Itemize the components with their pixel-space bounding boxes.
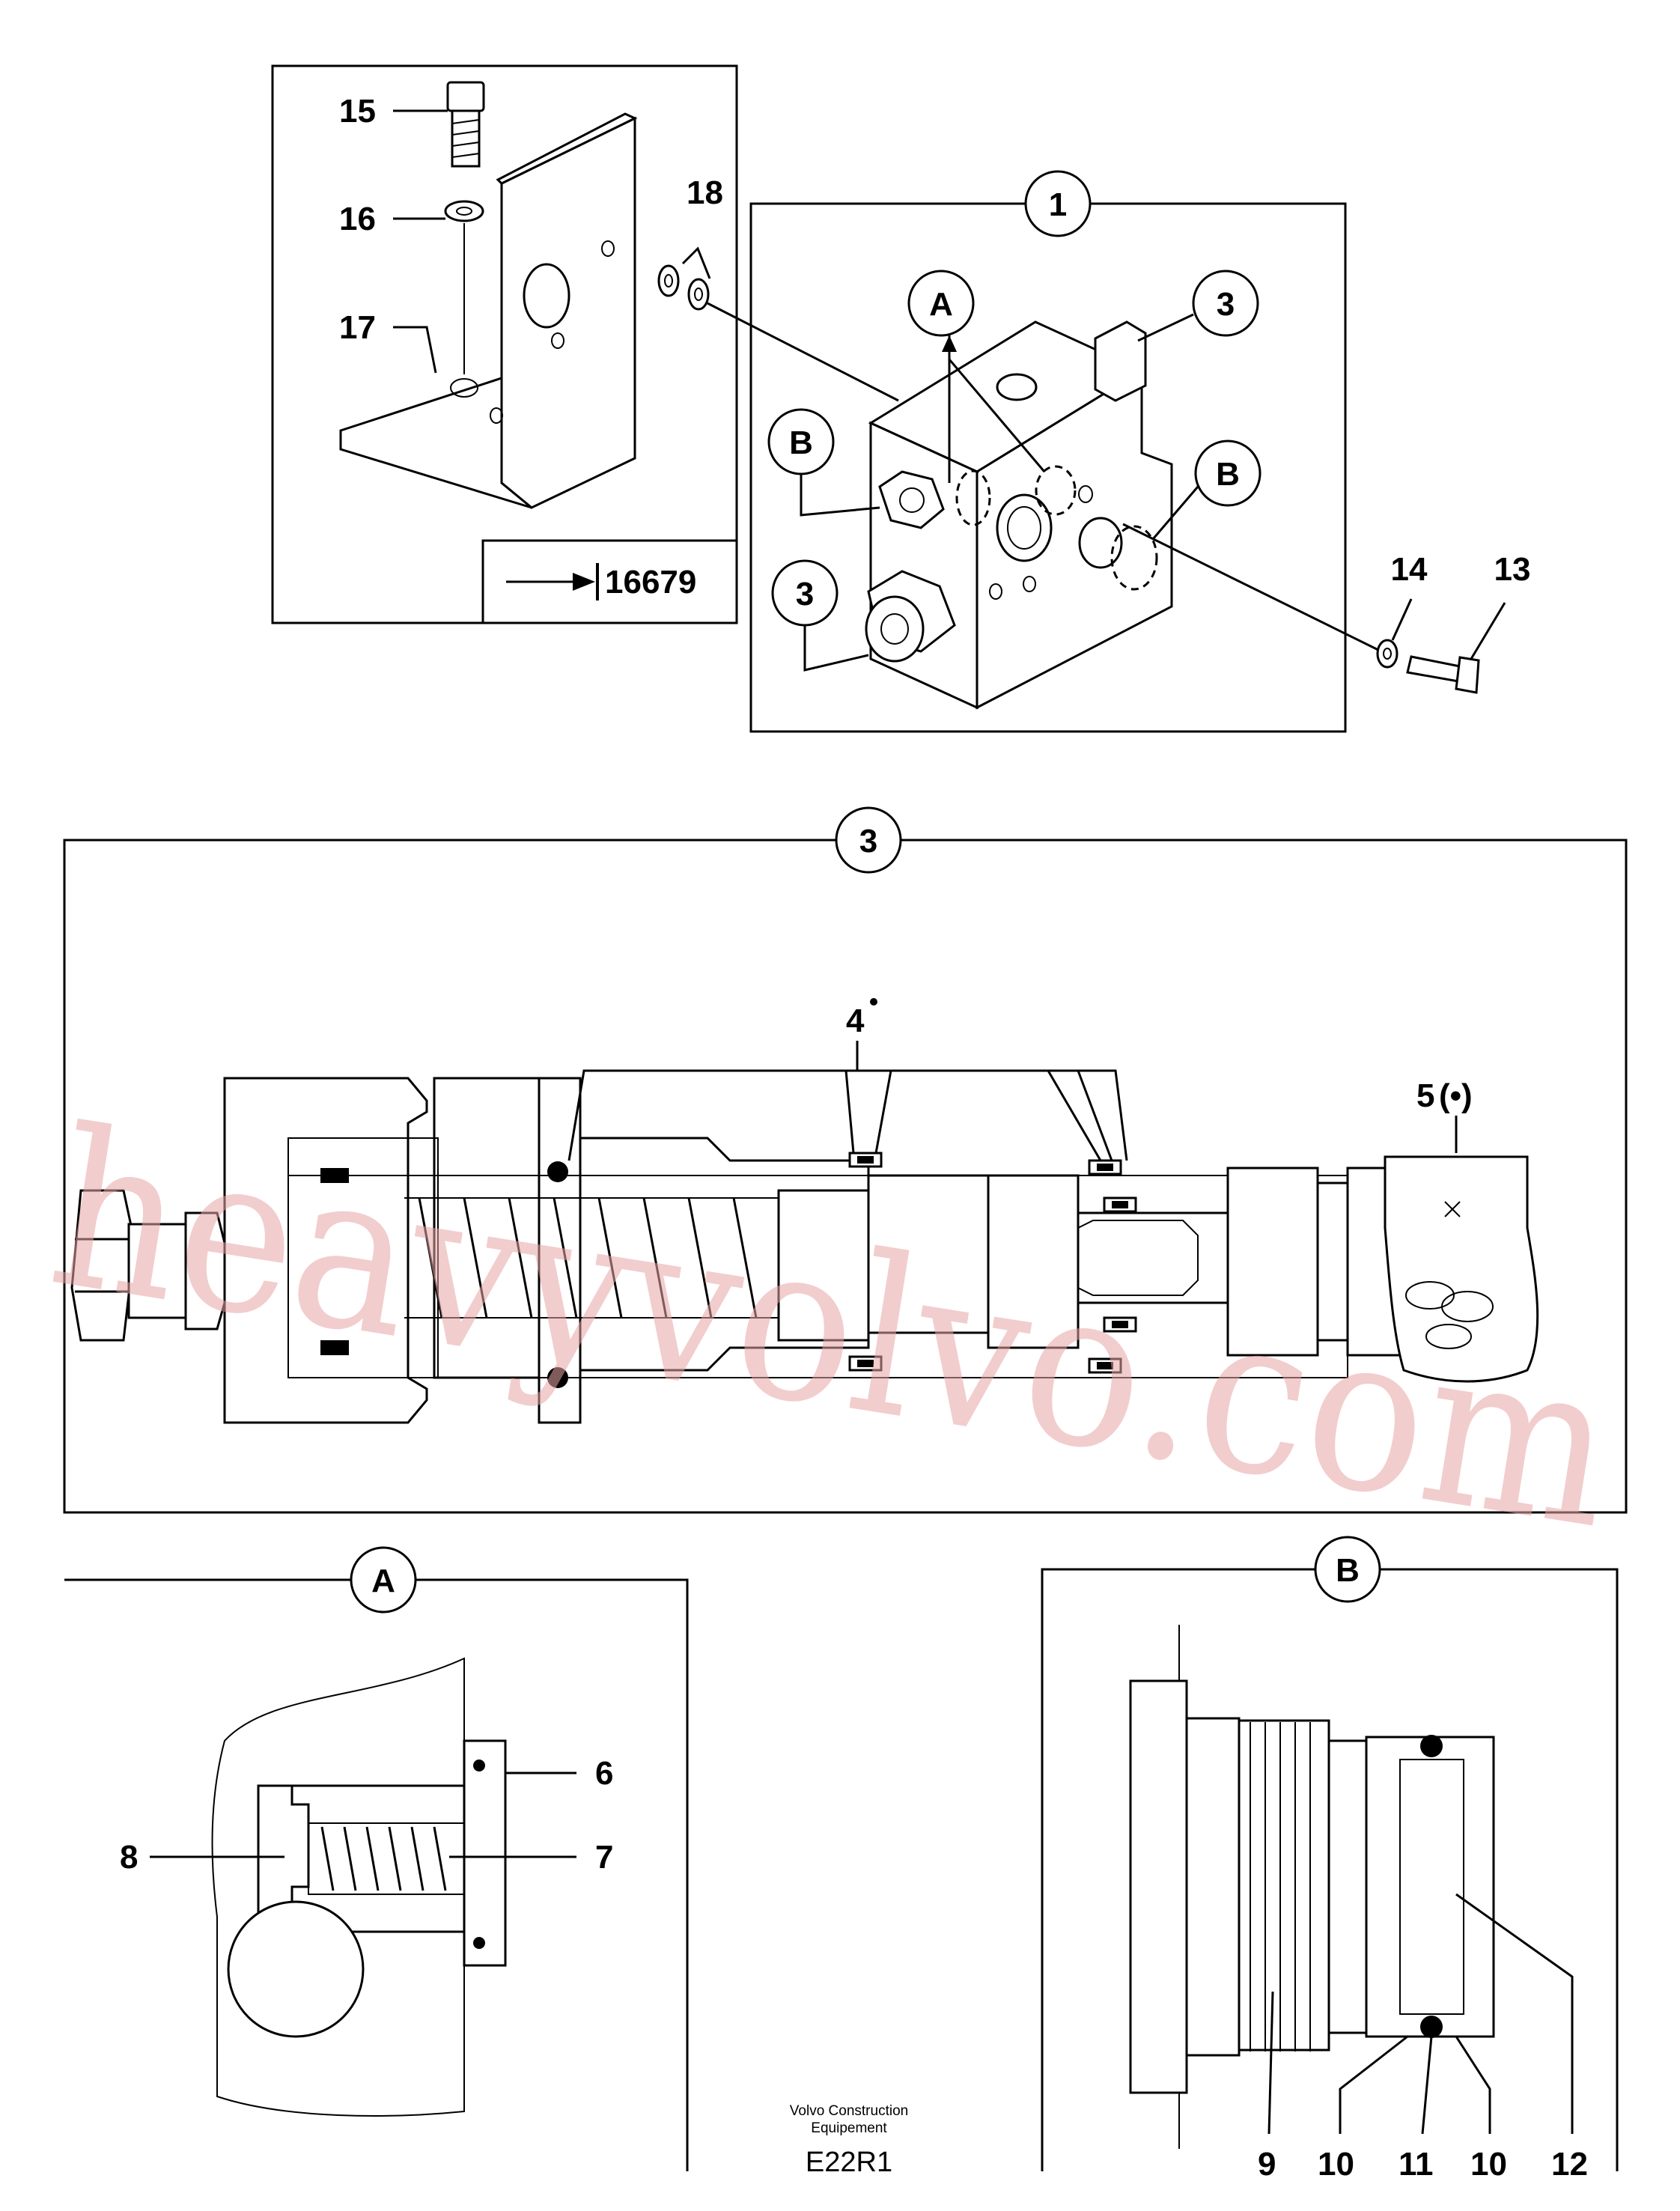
footer-line-1: Volvo Construction <box>790 2103 908 2119</box>
detail-B-panel: B 9 10 11 10 12 <box>1041 1536 1619 2183</box>
callout-18: 18 <box>687 174 723 211</box>
callout-10-left: 10 <box>1318 2146 1354 2183</box>
callout-B-left: B <box>789 425 813 461</box>
callout-13: 13 <box>1494 551 1531 588</box>
valve-block <box>865 320 1173 710</box>
main-spring <box>404 1197 779 1319</box>
callout-B-right: B <box>1216 456 1240 493</box>
detail-A-panel: A 6 7 8 <box>64 1546 689 2171</box>
drawing-code: E22R1 <box>806 2147 892 2178</box>
callout-17: 17 <box>339 309 376 346</box>
callout-4: 4 <box>846 1003 865 1039</box>
callout-A-detail: A <box>371 1563 395 1599</box>
svg-text:(•): (•) <box>1439 1077 1473 1114</box>
callout-3-upper: 3 <box>1217 286 1235 323</box>
callout-6: 6 <box>595 1755 613 1792</box>
washer-14: 14 <box>1376 551 1428 669</box>
callout-5: 5 <box>1416 1077 1434 1114</box>
footer: Volvo Construction Equipement E22R1 <box>790 2103 908 2178</box>
valve-block-panel: 1 A <box>707 170 1382 733</box>
callout-14: 14 <box>1391 551 1428 588</box>
callout-B-detail: B <box>1336 1552 1360 1589</box>
callout-15: 15 <box>339 93 376 130</box>
bracket-panel: 16679 15 16 17 <box>271 64 738 624</box>
callout-8: 8 <box>120 1839 138 1876</box>
callout-10-right: 10 <box>1470 2146 1507 2183</box>
bolt-15 <box>446 81 485 168</box>
seal-kit-bag <box>1384 1155 1539 1383</box>
cartridge-section-panel: 3 <box>63 806 1628 1514</box>
footer-line-2: Equipement <box>811 2120 887 2136</box>
bolt-13: 13 <box>1406 551 1531 694</box>
callout-7: 7 <box>595 1839 613 1876</box>
callout-3-section: 3 <box>859 823 877 860</box>
callout-9: 9 <box>1258 2146 1276 2183</box>
l-bracket-17 <box>339 112 638 509</box>
callout-1: 1 <box>1049 186 1067 223</box>
callout-16: 16 <box>339 201 376 237</box>
callout-12: 12 <box>1551 2146 1588 2183</box>
callout-3-lower: 3 <box>796 576 814 612</box>
callout-A-top: A <box>929 286 953 323</box>
reference-number: 16679 <box>605 564 696 600</box>
callout-11: 11 <box>1399 2146 1434 2183</box>
